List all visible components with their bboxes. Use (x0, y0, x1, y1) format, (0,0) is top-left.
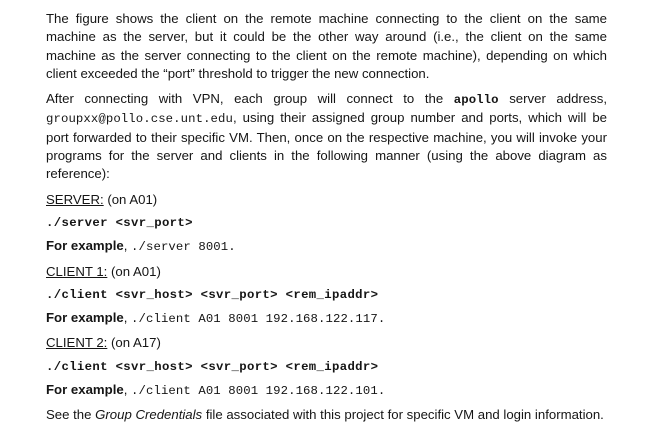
section-label-server: SERVER: (46, 191, 104, 207)
footer-text-part1: See the (46, 407, 96, 423)
example-command-server: ./server 8001. (131, 240, 236, 255)
paragraph-footer: See the Group Credentials file associate… (46, 406, 607, 424)
vpn-text-part3: , using their assigned group number and … (46, 110, 607, 182)
example-separator-server: , (123, 238, 132, 254)
group-credentials-reference: Group Credentials (95, 407, 203, 423)
example-server: For example, ./server 8001. (46, 237, 607, 256)
vpn-text-part1: After connecting with VPN, each group wi… (46, 91, 454, 107)
section-host-client-2: (on A17) (107, 335, 161, 351)
paragraph-vpn-instructions: After connecting with VPN, each group wi… (46, 90, 607, 183)
section-label-client-1: CLIENT 1: (46, 263, 108, 279)
example-label-server: For example (46, 238, 124, 254)
section-server: SERVER: (on A01) ./server <svr_port> For… (46, 191, 607, 257)
command-usage-client-2: ./client <svr_host> <svr_port> <rem_ipad… (46, 359, 379, 374)
command-usage-client-1: ./client <svr_host> <svr_port> <rem_ipad… (46, 287, 379, 302)
example-command-client-2: ./client A01 8001 192.168.122.101. (131, 384, 386, 399)
vpn-text-part2: server address, (498, 91, 607, 107)
example-separator-client-2: , (123, 382, 132, 398)
section-host-client-1: (on A01) (107, 263, 161, 279)
section-heading-server: SERVER: (on A01) (46, 191, 607, 209)
apollo-server-name: apollo (453, 93, 499, 108)
example-client-2: For example, ./client A01 8001 192.168.1… (46, 381, 607, 400)
section-heading-client-2: CLIENT 2: (on A17) (46, 334, 607, 352)
section-host-server: (on A01) (103, 191, 158, 207)
section-client-2: CLIENT 2: (on A17) ./client <svr_host> <… (46, 334, 607, 400)
footer-text-part2: file associated with this project for sp… (202, 407, 604, 423)
example-separator-client-1: , (123, 310, 132, 326)
example-command-client-1: ./client A01 8001 192.168.122.117. (131, 312, 386, 327)
example-label-client-2: For example (46, 382, 124, 398)
server-address-email: groupxx@pollo.cse.unt.edu (46, 112, 233, 127)
section-client-1: CLIENT 1: (on A01) ./client <svr_host> <… (46, 263, 607, 329)
example-client-1: For example, ./client A01 8001 192.168.1… (46, 309, 607, 328)
paragraph-intro: The figure shows the client on the remot… (46, 11, 607, 81)
section-heading-client-1: CLIENT 1: (on A01) (46, 263, 607, 281)
section-label-client-2: CLIENT 2: (46, 335, 108, 351)
example-label-client-1: For example (46, 310, 124, 326)
command-usage-server: ./server <svr_port> (46, 215, 193, 230)
